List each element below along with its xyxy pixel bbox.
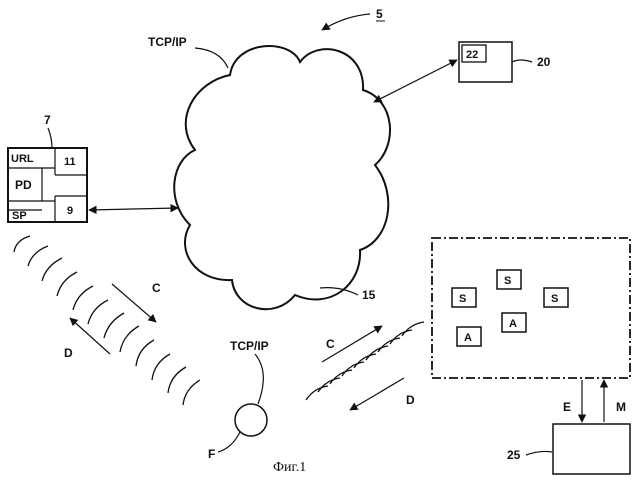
server-inner-box-label: 22: [466, 49, 478, 61]
controller-ref-leader: [526, 451, 552, 455]
device-sp-label: SP: [12, 210, 27, 222]
system-ref: 5: [322, 7, 385, 30]
device-cloud-link: [89, 208, 178, 210]
cloud-server-link: [374, 60, 457, 102]
network-cloud: TCP/IP 15: [148, 35, 390, 309]
mobile-f: TCP/IP F: [208, 339, 269, 461]
mobile-label-leader: [218, 432, 240, 452]
sensor-label: S: [504, 275, 511, 287]
mobile-label: F: [208, 447, 215, 461]
cloud-protocol-label: TCP/IP: [148, 35, 187, 49]
arrow-e-label: E: [563, 400, 571, 414]
link-c-left-label: C: [152, 281, 161, 295]
link-c-right-label: C: [326, 337, 335, 351]
mobile-protocol-leader: [255, 354, 263, 404]
actuator-label: A: [464, 332, 472, 344]
device-ref-label: 7: [44, 113, 51, 127]
figure-caption: Фиг.1: [273, 460, 306, 475]
device-7: URL PD SP 11 9 7: [8, 113, 87, 222]
cloud-protocol-leader: [195, 48, 228, 68]
device-box-11-label: 11: [64, 156, 76, 168]
server-ref-leader: [512, 60, 532, 62]
wireless-waves-left: [14, 236, 200, 405]
device-ref-leader: [48, 128, 52, 148]
controller-25: E M 25: [507, 380, 630, 474]
mobile-protocol-label: TCP/IP: [230, 339, 269, 353]
link-d-left-label: D: [64, 346, 73, 360]
link-d-right-arrow: [350, 378, 404, 410]
arrow-m-label: M: [616, 400, 626, 414]
link-d-right-label: D: [406, 393, 415, 407]
device-box-9-label: 9: [67, 205, 73, 217]
device-pd-label: PD: [15, 178, 32, 192]
actuator-label: A: [509, 318, 517, 330]
controller-ref-label: 25: [507, 448, 521, 462]
sensor-label: S: [551, 293, 558, 305]
cloud-ref-label: 15: [362, 288, 376, 302]
system-ref-label: 5: [376, 7, 383, 21]
sensor-label: S: [459, 293, 466, 305]
device-url-label: URL: [11, 153, 34, 165]
server-ref-label: 20: [537, 55, 551, 69]
monitored-zone: S S S A A: [432, 238, 630, 378]
server-20: 22 20: [459, 42, 551, 82]
